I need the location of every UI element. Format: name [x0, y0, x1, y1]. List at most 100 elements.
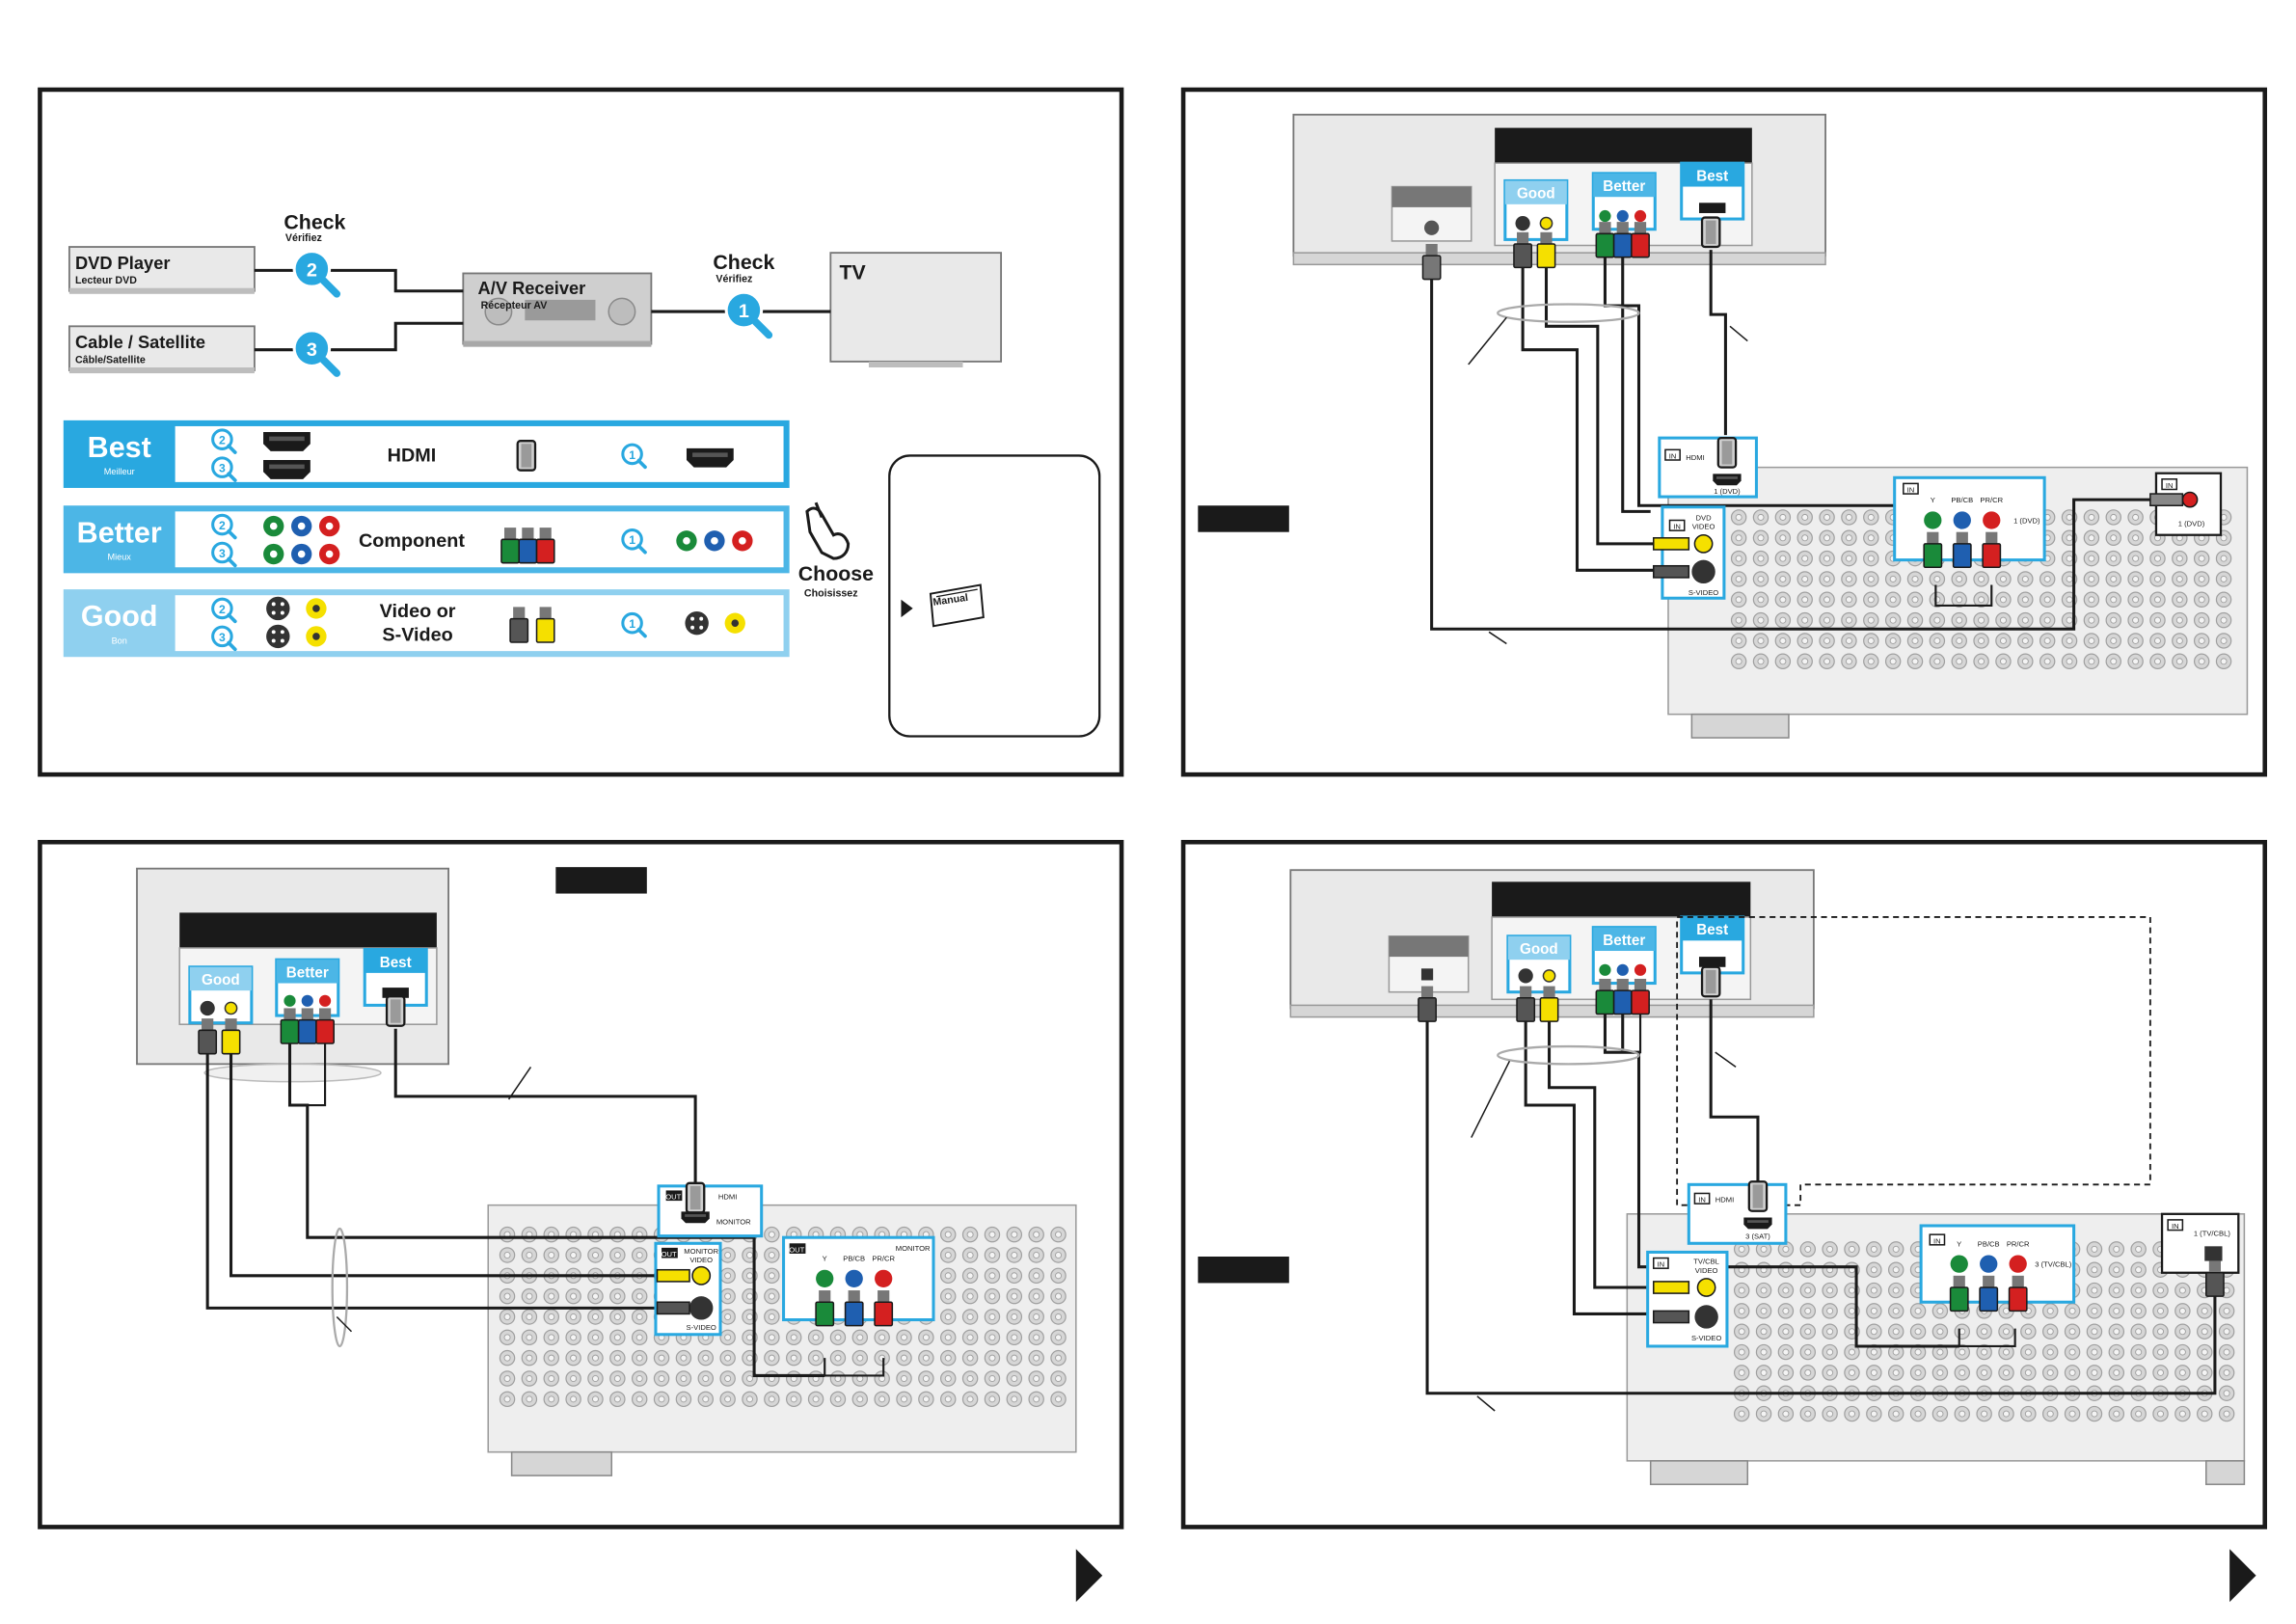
- receiver-jack: [2130, 1343, 2147, 1361]
- receiver-jack: [940, 1247, 957, 1263]
- receiver-jack: [1909, 1365, 1927, 1381]
- svg-text:PR/CR: PR/CR: [1980, 496, 2003, 504]
- svg-text:2: 2: [307, 260, 317, 282]
- receiver-jack: [587, 1329, 604, 1346]
- receiver-jack: [1822, 1261, 1838, 1278]
- p2-cables: [1430, 250, 2155, 645]
- receiver-jack: [2218, 1343, 2235, 1361]
- receiver-jack: [2172, 633, 2188, 649]
- hdmi-plug-icon: [516, 440, 537, 472]
- av-receiver-label-fr: Récepteur AV: [481, 300, 549, 311]
- receiver-jack: [1995, 591, 2012, 609]
- receiver-jack: [829, 1329, 847, 1346]
- receiver-jack: [631, 1287, 648, 1305]
- receiver-jack: [543, 1391, 559, 1408]
- receiver-jack: [2215, 550, 2232, 567]
- receiver-jack: [609, 1391, 626, 1408]
- receiver-jack: [1028, 1247, 1044, 1263]
- receiver-jack: [1796, 509, 1813, 526]
- svg-text:IN: IN: [1907, 486, 1915, 495]
- video-out-callout: OUT MONITOR VIDEO S-VIDEO: [654, 1241, 722, 1337]
- tv-device: TV: [829, 252, 1003, 367]
- cable-satellite-device: Cable / Satellite Câble/Satellite: [68, 325, 256, 374]
- receiver-jack: [499, 1309, 516, 1325]
- svg-text:2: 2: [219, 434, 226, 447]
- receiver-jack: [1998, 1365, 2014, 1381]
- receiver-jack: [697, 1391, 715, 1408]
- tv-label: TV: [839, 261, 866, 284]
- svg-text:1 (DVD): 1 (DVD): [1714, 487, 1741, 496]
- receiver-jack: [1774, 529, 1792, 547]
- magnifier-icon: 2: [210, 597, 237, 624]
- cable-satellite-label-fr: Câble/Satellite: [75, 354, 146, 365]
- receiver-jack: [2064, 1343, 2081, 1361]
- receiver-jack: [2130, 1241, 2147, 1258]
- svg-text:3: 3: [219, 547, 226, 560]
- receiver-jack: [2105, 509, 2121, 526]
- better-tag: Better: [286, 964, 329, 981]
- receiver-jack: [2086, 1261, 2103, 1278]
- receiver-jack: [940, 1391, 957, 1408]
- receiver-jack: [918, 1370, 934, 1387]
- receiver-jack: [543, 1370, 559, 1387]
- receiver-jack: [565, 1391, 581, 1408]
- svg-text:VIDEO: VIDEO: [689, 1256, 713, 1264]
- receiver-jack: [1799, 1261, 1816, 1278]
- video-in-callout: IN DVD VIDEO S-VIDEO: [1652, 505, 1726, 600]
- receiver-jack: [2041, 1365, 2059, 1381]
- next-page-arrow-icon[interactable]: [2229, 1549, 2256, 1603]
- receiver-jack: [1866, 1405, 1882, 1422]
- receiver-jack: [1841, 509, 1857, 526]
- receiver-jack: [2152, 1303, 2169, 1319]
- receiver-jack: [1028, 1349, 1044, 1367]
- magnifier-icon: 2: [210, 428, 237, 454]
- receiver-jack: [1841, 529, 1857, 547]
- receiver-jack: [499, 1226, 516, 1243]
- receiver-jack: [1931, 1365, 1949, 1381]
- good-tag: Good: [1517, 186, 1555, 203]
- receiver-jack: [587, 1226, 604, 1243]
- receiver-jack: [2061, 633, 2078, 649]
- receiver-jack: [1799, 1323, 1816, 1340]
- receiver-jack: [1796, 529, 1813, 547]
- receiver-jack: [1752, 529, 1769, 547]
- receiver-jack: [719, 1329, 736, 1346]
- receiver-jack: [2020, 1323, 2037, 1340]
- receiver-jack: [851, 1329, 869, 1346]
- receiver-jack: [2174, 1365, 2191, 1381]
- receiver-jack: [1799, 1343, 1816, 1361]
- receiver-jack: [1050, 1370, 1067, 1387]
- receiver-jack: [2041, 1323, 2059, 1340]
- receiver-jack: [1799, 1405, 1816, 1422]
- receiver-jack: [2127, 591, 2144, 609]
- receiver-jack: [918, 1391, 934, 1408]
- quality-better: Better: [77, 516, 162, 549]
- receiver-jack: [918, 1349, 934, 1367]
- receiver-jack: [1777, 1282, 1795, 1299]
- svg-text:3: 3: [307, 339, 317, 361]
- receiver-jack: [521, 1226, 538, 1243]
- receiver-jack: [851, 1370, 869, 1387]
- receiver-jack: [2086, 1303, 2103, 1319]
- receiver-jack: [984, 1226, 1001, 1243]
- receiver-jack: [1774, 591, 1792, 609]
- next-page-arrow-icon[interactable]: [1075, 1549, 1103, 1603]
- receiver-jack: [1733, 1261, 1750, 1278]
- receiver-jack: [2197, 1365, 2213, 1381]
- receiver-jack: [587, 1391, 604, 1408]
- svg-text:1: 1: [629, 617, 635, 631]
- receiver-jack: [1866, 1303, 1882, 1319]
- receiver-jack: [961, 1247, 979, 1263]
- receiver-jack: [565, 1370, 581, 1387]
- receiver-jack: [1954, 1323, 1971, 1340]
- receiver-jack: [961, 1370, 979, 1387]
- receiver-jack: [2108, 1261, 2125, 1278]
- receiver-jack: [785, 1391, 802, 1408]
- receiver-jack: [2215, 633, 2232, 649]
- receiver-jack: [851, 1349, 869, 1367]
- receiver-jack: [2127, 571, 2144, 587]
- receiver-jack: [719, 1247, 736, 1263]
- svg-text:HDMI: HDMI: [718, 1193, 737, 1202]
- receiver-jack: [2215, 571, 2232, 587]
